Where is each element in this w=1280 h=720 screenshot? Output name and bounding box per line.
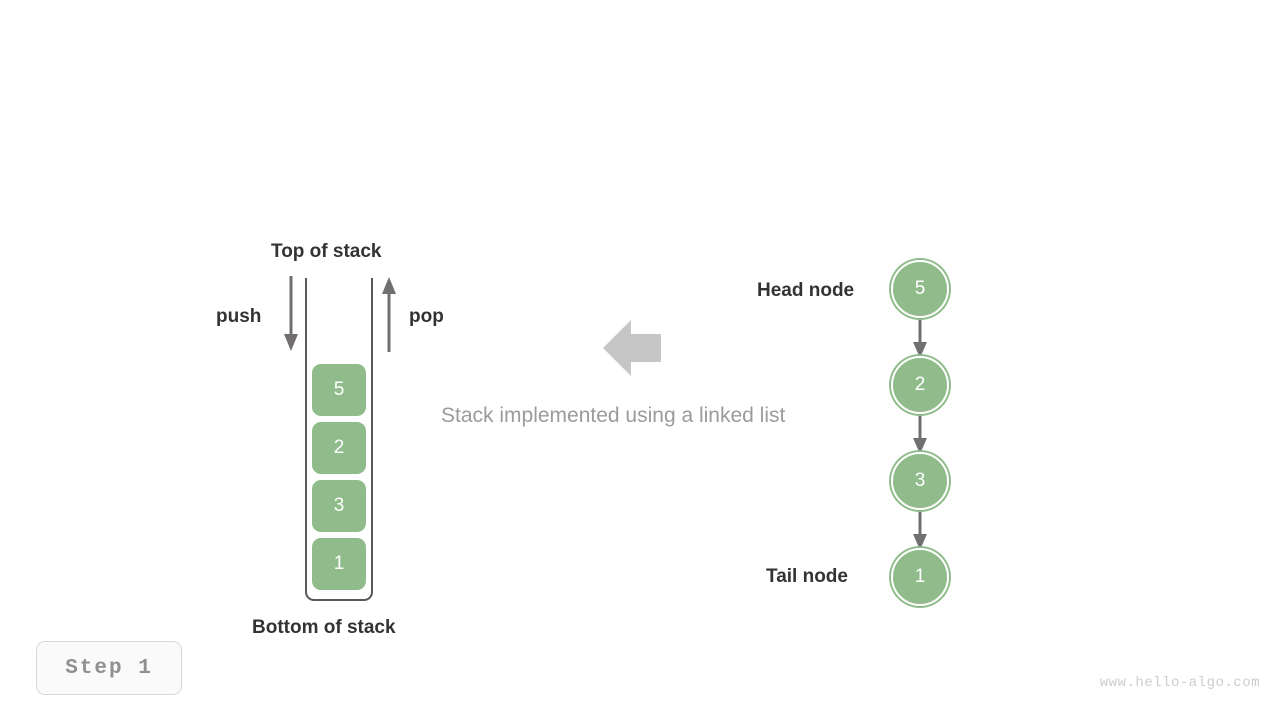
stack-cell: 5	[312, 364, 366, 416]
stack-cell: 3	[312, 480, 366, 532]
diagram-caption: Stack implemented using a linked list	[441, 404, 786, 427]
step-badge: Step 1	[36, 641, 182, 695]
pop-label: pop	[409, 306, 444, 327]
linked-list-node: 1	[891, 548, 949, 606]
push-arrow-icon	[284, 276, 298, 351]
tail-node-label: Tail node	[766, 566, 848, 587]
linked-list-node: 3	[891, 452, 949, 510]
top-of-stack-label: Top of stack	[271, 241, 382, 262]
push-label: push	[216, 306, 262, 327]
stack-cell: 1	[312, 538, 366, 590]
bottom-of-stack-label: Bottom of stack	[252, 617, 396, 638]
linked-list-node: 2	[891, 356, 949, 414]
pop-arrow-icon	[382, 277, 396, 352]
left-block-arrow-icon	[603, 320, 661, 376]
node-connector-arrow-icon	[913, 414, 927, 454]
node-connector-arrow-icon	[913, 510, 927, 550]
node-connector-arrow-icon	[913, 318, 927, 358]
stack-container	[305, 278, 373, 601]
head-node-label: Head node	[757, 280, 855, 301]
linked-list-node: 5	[891, 260, 949, 318]
stack-cell: 2	[312, 422, 366, 474]
watermark: www.hello-algo.com	[1099, 675, 1260, 691]
